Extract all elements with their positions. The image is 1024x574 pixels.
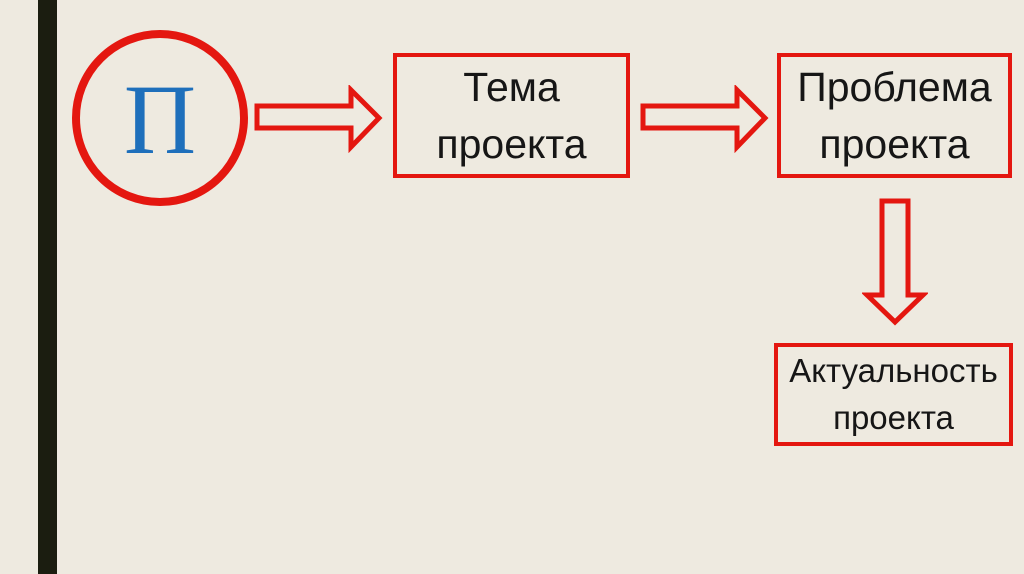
arrow-right-icon	[254, 85, 383, 153]
monogram-letter: П	[123, 64, 197, 175]
monogram-circle: П	[72, 30, 248, 206]
node-label-line: Тема	[463, 64, 560, 111]
arrow-down-icon	[862, 198, 928, 326]
node-label-line: проекта	[833, 398, 954, 436]
arrow-right-icon	[640, 85, 769, 153]
node-label-line: Проблема	[797, 64, 992, 111]
node-label-line: проекта	[436, 120, 587, 167]
node-problema-proekta: Проблема проекта	[777, 53, 1012, 178]
node-label-line: проекта	[819, 120, 970, 167]
node-label-line: Актуальность	[789, 351, 998, 389]
node-aktualnost-proekta: Актуальность проекта	[774, 343, 1013, 446]
vertical-accent-bar	[38, 0, 57, 574]
node-tema-proekta: Тема проекта	[393, 53, 630, 178]
